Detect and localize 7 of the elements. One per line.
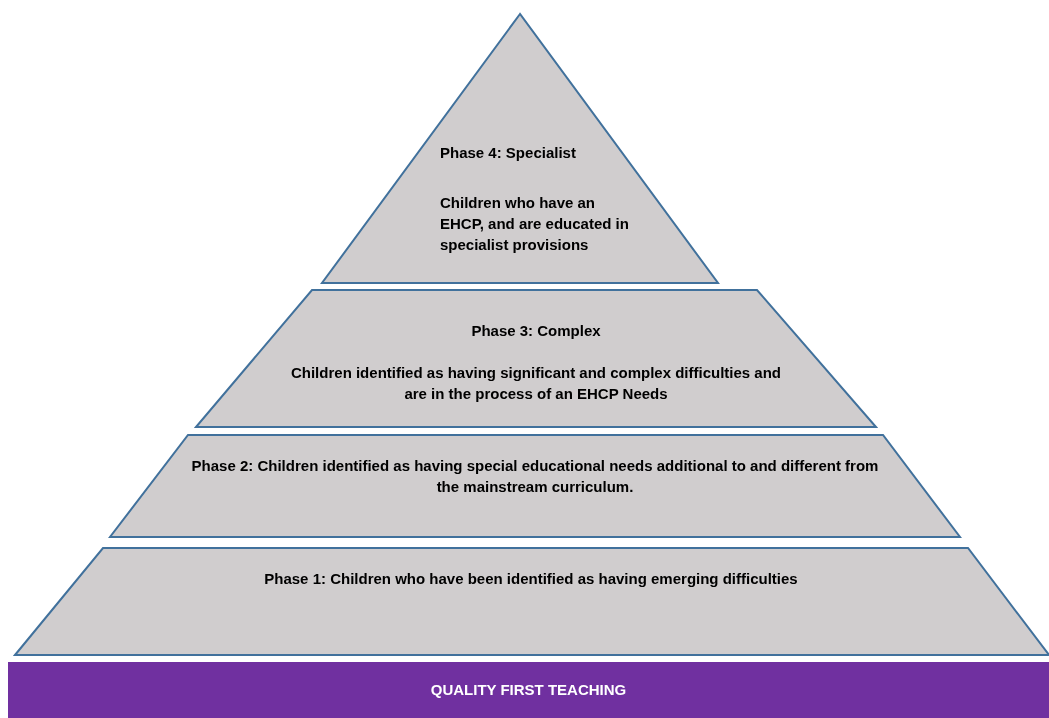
tier-description: Children identified as having significant and complex difficulties and are in the process of an EHCP Needs bbox=[289, 363, 783, 404]
tier-heading: Phase 3: Complex bbox=[470, 321, 602, 341]
tier-description: Children who have an EHCP, and are educated in specialist provisions bbox=[440, 193, 630, 255]
tier-description: Phase 2: Children identified as having special educational needs additional to and different from the mainstream curriculum. bbox=[190, 456, 880, 497]
tier-description: Phase 1: Children who have been identified as having emerging difficulties bbox=[263, 569, 799, 589]
tier-heading: Phase 4: Specialist bbox=[440, 143, 577, 163]
bar-label: QUALITY FIRST TEACHING bbox=[429, 680, 628, 700]
